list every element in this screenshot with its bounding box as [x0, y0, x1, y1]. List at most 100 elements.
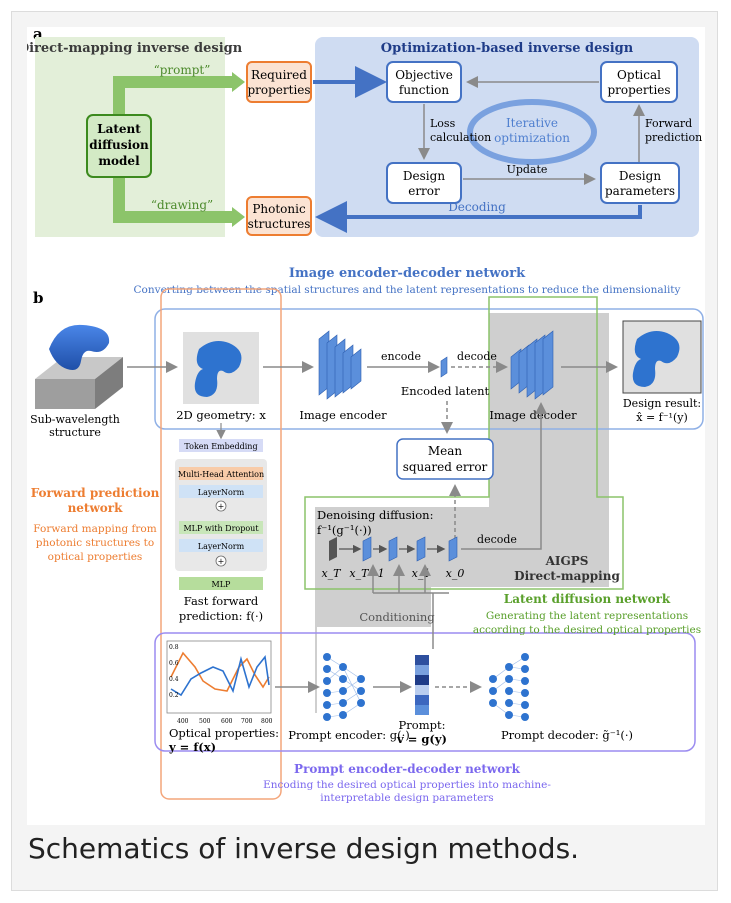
prompt-label: “prompt” — [154, 63, 211, 77]
diffusion-chain — [329, 536, 458, 562]
tick-x-400: 400 — [177, 718, 189, 725]
drawing-flow — [113, 177, 232, 223]
aigps-line1: AIGPS — [545, 554, 589, 568]
tick-x-500: 500 — [199, 718, 211, 725]
add-node-2 — [215, 555, 227, 567]
ied-title: Image encoder-decoder network — [289, 266, 526, 281]
mse-box — [396, 438, 494, 480]
optical-properties-box — [600, 61, 678, 103]
subwavelength-line1: Sub-wavelength — [30, 413, 120, 426]
ldn-title: Latent diffusion network — [504, 592, 671, 606]
x0-to-decoder-arrow — [461, 402, 547, 550]
substrate-side — [95, 357, 123, 409]
iterative-line2: optimization — [494, 131, 570, 145]
design-parameters-line2: parameters — [605, 184, 675, 198]
image-decoder-label: Image decoder — [489, 408, 577, 422]
prompt-arrowhead — [232, 72, 245, 92]
subwavelength-line2: structure — [49, 426, 101, 439]
design-error-box — [386, 162, 462, 204]
x0-label: x_0 — [446, 567, 465, 580]
mlp-dropout-box — [179, 521, 263, 534]
mse-line2: squared error — [403, 460, 488, 474]
optical-props-line2: y = f(x) — [168, 740, 216, 754]
objective-line1: Objective — [395, 68, 453, 82]
forward-sub-line2: photonic structures to — [36, 537, 154, 549]
photonic-structures-line1: Photonic — [252, 202, 306, 216]
required-properties-line1: Required — [251, 68, 307, 82]
add-node-2-plus: + — [218, 557, 225, 566]
latent-model-line3: model — [98, 154, 140, 168]
ied-frame — [154, 308, 704, 430]
ldn-sub-line2: according to the desired optical propert… — [473, 624, 701, 636]
ped-title: Prompt encoder-decoder network — [294, 762, 521, 776]
ped-frame — [154, 632, 696, 752]
ied-subtitle: Converting between the spatial structure… — [134, 284, 681, 296]
mha-box — [179, 467, 263, 480]
add-node-1 — [215, 500, 227, 512]
layernorm-box-1 — [179, 485, 263, 498]
encoded-latent-label: Encoded latent — [401, 384, 490, 398]
add-node-1-plus: + — [218, 502, 225, 511]
drawing-label: “drawing” — [151, 198, 213, 212]
forward-title-line1: Forward prediction — [31, 486, 160, 500]
prompt-encoder-label: Prompt encoder: g(·) — [288, 728, 409, 742]
design-error-line2: error — [408, 184, 440, 198]
iterative-line1: Iterative — [506, 116, 558, 130]
design-result-shape — [632, 331, 680, 387]
optical-properties-line2: properties — [607, 83, 670, 97]
fast-forward-line2: prediction: f(·) — [179, 609, 263, 623]
design-result-line2: x̂ = f⁻¹(y) — [636, 411, 688, 424]
photonic-structures-box — [246, 196, 312, 236]
xT1-label: x_T−1 — [349, 567, 384, 580]
geometry-shape — [194, 341, 242, 397]
loss-line1: Loss — [430, 117, 456, 130]
required-properties-line2: properties — [247, 83, 310, 97]
denoising-line1: Denoising diffusion: — [317, 508, 433, 522]
figure: a Direct-mapping inverse design Optimiza… — [18, 25, 705, 825]
decoding-label: Decoding — [448, 200, 506, 214]
layernorm-box-2 — [179, 539, 263, 552]
optimization-title: Optimization-based inverse design — [381, 41, 634, 56]
optical-properties-line1: Optical — [617, 68, 661, 82]
loss-line2: calculation — [430, 131, 491, 144]
xT-label: x_T — [321, 567, 342, 580]
mlp-dropout-label: MLP with Dropout — [183, 524, 259, 533]
prompt-line1: Prompt: — [399, 718, 446, 732]
denoising-line2: f⁻¹(g⁻¹(·)) — [317, 523, 372, 537]
tick-y-06: 0.6 — [169, 660, 179, 667]
latent-model-line1: Latent — [97, 122, 141, 136]
tick-y-08: 0.8 — [169, 644, 179, 651]
required-properties-box — [246, 61, 312, 103]
mlp-label: MLP — [212, 580, 232, 589]
latent-model-line2: diffusion — [89, 138, 149, 152]
figure-caption: Schematics of inverse design methods. — [28, 832, 580, 865]
optical-curve-blue — [170, 655, 270, 697]
forward-title-line2: network — [68, 501, 124, 515]
mlp-box — [179, 577, 263, 590]
ped-sub-line1: Encoding the desired optical properties … — [263, 779, 551, 791]
tick-x-800: 800 — [261, 718, 273, 725]
update-label: Update — [507, 163, 548, 176]
decoding-arrow — [315, 201, 642, 233]
decode-label: decode — [457, 350, 497, 363]
latent-diffusion-model-box — [86, 114, 152, 178]
ldn-sub-line1: Generating the latent representations — [486, 610, 688, 622]
iterative-cycle — [467, 99, 597, 165]
image-encoder-stack — [318, 330, 362, 400]
optical-props-line1: Optical properties: — [169, 726, 279, 740]
prompt-decoder-label: Prompt decoder: g̃⁻¹(·) — [501, 728, 633, 742]
encoded-latent-block — [440, 356, 448, 378]
substrate-front — [35, 379, 95, 409]
mha-label: Multi-Head Attention — [178, 470, 264, 479]
tick-y-04: 0.4 — [169, 676, 179, 683]
aigps-line2: Direct-mapping — [514, 569, 620, 583]
design-parameters-line1: Design — [619, 169, 661, 183]
ldn-frame — [304, 296, 624, 590]
design-error-line1: Design — [403, 169, 445, 183]
conditioning-label: Conditioning — [359, 610, 435, 624]
nanostructure — [49, 324, 110, 370]
image-encoder-label: Image encoder — [299, 408, 387, 422]
prompt-line2: v = g(y) — [396, 732, 447, 746]
token-embedding-box — [179, 439, 263, 452]
prompt-decoder-network — [489, 653, 529, 721]
